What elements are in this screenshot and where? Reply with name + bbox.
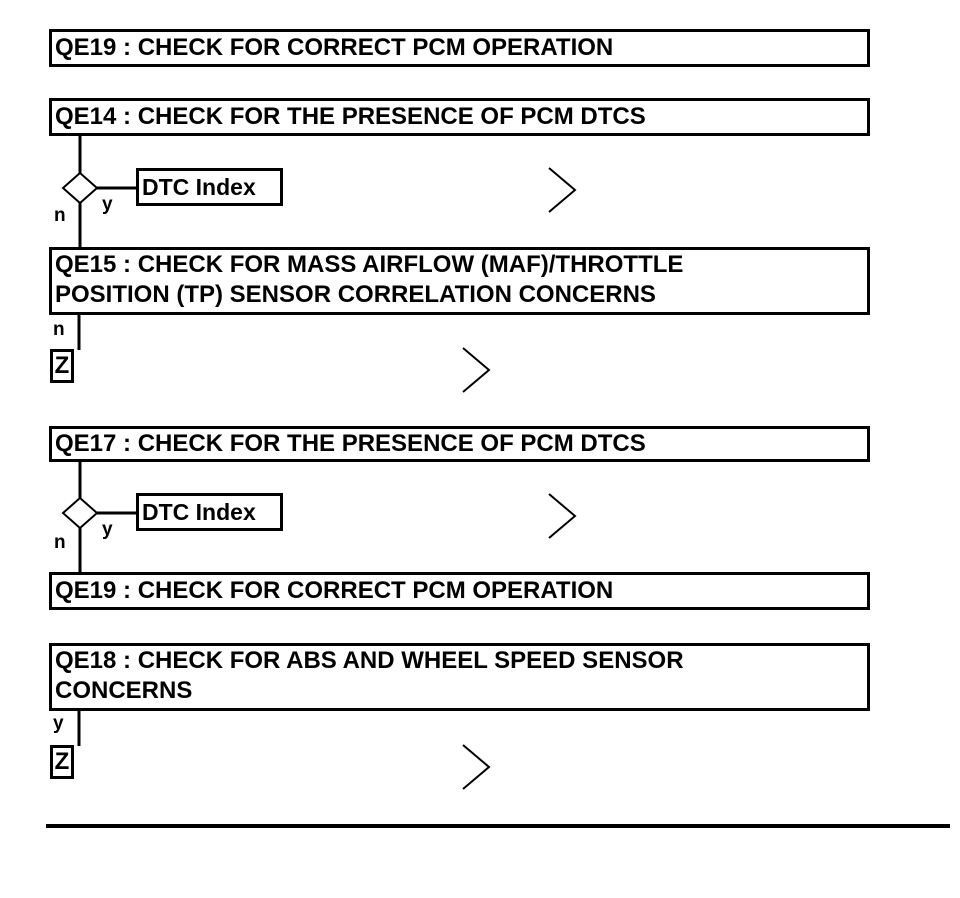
branch-label-no: n	[54, 205, 66, 226]
decision-diamond-icon	[61, 496, 99, 530]
dtc-index-link[interactable]: DTC Index	[136, 168, 283, 206]
branch-label-no: n	[54, 532, 66, 553]
step-qe14: QE14 : CHECK FOR THE PRESENCE OF PCM DTC…	[49, 98, 870, 136]
branch-label-no: n	[53, 319, 65, 340]
branch-label-yes: y	[102, 194, 113, 215]
step-title: QE17 : CHECK FOR THE PRESENCE OF PCM DTC…	[55, 430, 646, 457]
step-qe18: QE18 : CHECK FOR ABS AND WHEEL SPEED SEN…	[49, 643, 870, 711]
step-title: QE19 : CHECK FOR CORRECT PCM OPERATION	[55, 34, 614, 61]
decision-diamond-icon	[61, 171, 99, 205]
step-title-line-1: QE15 : CHECK FOR MASS AIRFLOW (MAF)/THRO…	[55, 251, 684, 278]
step-qe19-bottom: QE19 : CHECK FOR CORRECT PCM OPERATION	[49, 572, 870, 610]
dtc-index-link[interactable]: DTC Index	[136, 493, 283, 531]
step-title-line-1: QE18 : CHECK FOR ABS AND WHEEL SPEED SEN…	[55, 647, 684, 674]
step-title: QE19 : CHECK FOR CORRECT PCM OPERATION	[55, 577, 614, 604]
step-qe19-top: QE19 : CHECK FOR CORRECT PCM OPERATION	[49, 29, 870, 67]
branch-label-yes: y	[53, 713, 64, 734]
step-qe17: QE17 : CHECK FOR THE PRESENCE OF PCM DTC…	[49, 426, 870, 462]
step-title: QE14 : CHECK FOR THE PRESENCE OF PCM DTC…	[55, 103, 646, 130]
terminal-z-link[interactable]: Z	[50, 745, 74, 779]
step-title-line-2: CONCERNS	[55, 677, 193, 704]
chevron-right-icon[interactable]	[548, 167, 577, 213]
chevron-right-icon[interactable]	[462, 744, 491, 790]
terminal-z-link[interactable]: Z	[50, 349, 74, 383]
step-qe15: QE15 : CHECK FOR MASS AIRFLOW (MAF)/THRO…	[49, 247, 870, 315]
step-title-line-2: POSITION (TP) SENSOR CORRELATION CONCERN…	[55, 281, 656, 308]
chevron-right-icon[interactable]	[462, 347, 491, 393]
branch-label-yes: y	[102, 519, 113, 540]
chevron-right-icon[interactable]	[548, 493, 577, 539]
